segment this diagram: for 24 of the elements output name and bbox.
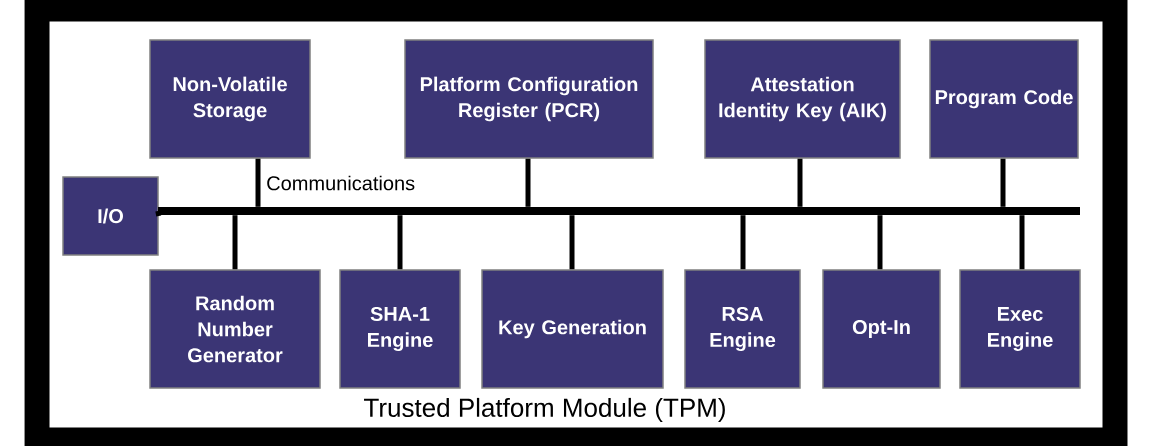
connector-line <box>255 158 261 207</box>
connector-line <box>397 215 403 270</box>
block-box: Attestation Identity Key (AIK) <box>704 39 901 159</box>
connector-line <box>740 215 746 270</box>
block-box: Program Code <box>929 39 1079 159</box>
block-box: I/O <box>62 176 159 256</box>
caption-text: Trusted Platform Module (TPM) <box>364 397 725 423</box>
block-box: SHA-1 Engine <box>339 269 461 389</box>
block-box: Opt-In <box>822 269 941 389</box>
block-box: Non-Volatile Storage <box>149 39 311 159</box>
block-box: RSA Engine <box>684 269 801 389</box>
connector-line <box>877 215 883 270</box>
block-box: Platform Configuration Register (PCR) <box>404 39 654 159</box>
connector-line <box>569 215 575 270</box>
bus-label: Communications <box>267 175 415 191</box>
connector-line <box>232 215 238 270</box>
block-box: Key Generation <box>481 269 664 389</box>
connector-line <box>155 210 162 217</box>
connector-line <box>797 158 803 207</box>
block-box: Exec Engine <box>959 269 1081 389</box>
connector-line <box>1000 158 1006 207</box>
block-box: Random Number Generator <box>149 269 321 389</box>
connector-line <box>525 158 531 207</box>
connector-line <box>1019 215 1025 270</box>
